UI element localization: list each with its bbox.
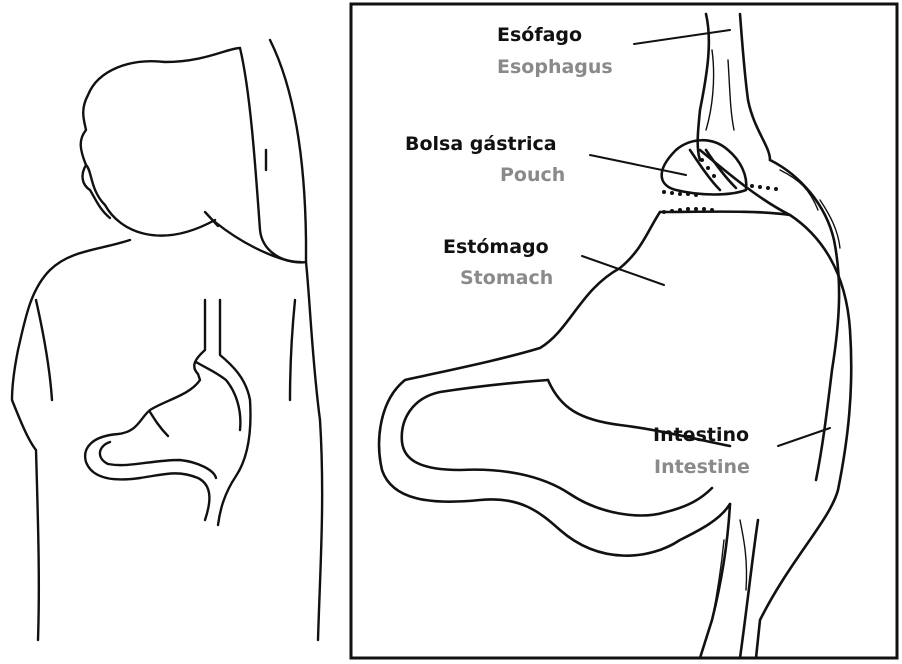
leader-pouch: [590, 155, 686, 175]
label-esophagus-es: Esófago: [497, 23, 582, 47]
label-stomach-en: Stomach: [460, 266, 553, 290]
detail-frame: [351, 4, 897, 658]
leader-esophagus: [634, 30, 730, 44]
person-figure: [12, 40, 322, 640]
label-pouch-en: Pouch: [500, 163, 565, 187]
stomach-detail: [379, 14, 851, 658]
label-esophagus-en: Esophagus: [497, 55, 613, 79]
label-pouch-es: Bolsa gástrica: [405, 132, 557, 156]
label-intestine-es: Intestino: [653, 423, 749, 447]
label-stomach-es: Estómago: [443, 235, 549, 259]
leader-stomach: [582, 256, 664, 285]
label-intestine-en: Intestine: [654, 455, 750, 479]
leader-lines: [582, 30, 830, 446]
